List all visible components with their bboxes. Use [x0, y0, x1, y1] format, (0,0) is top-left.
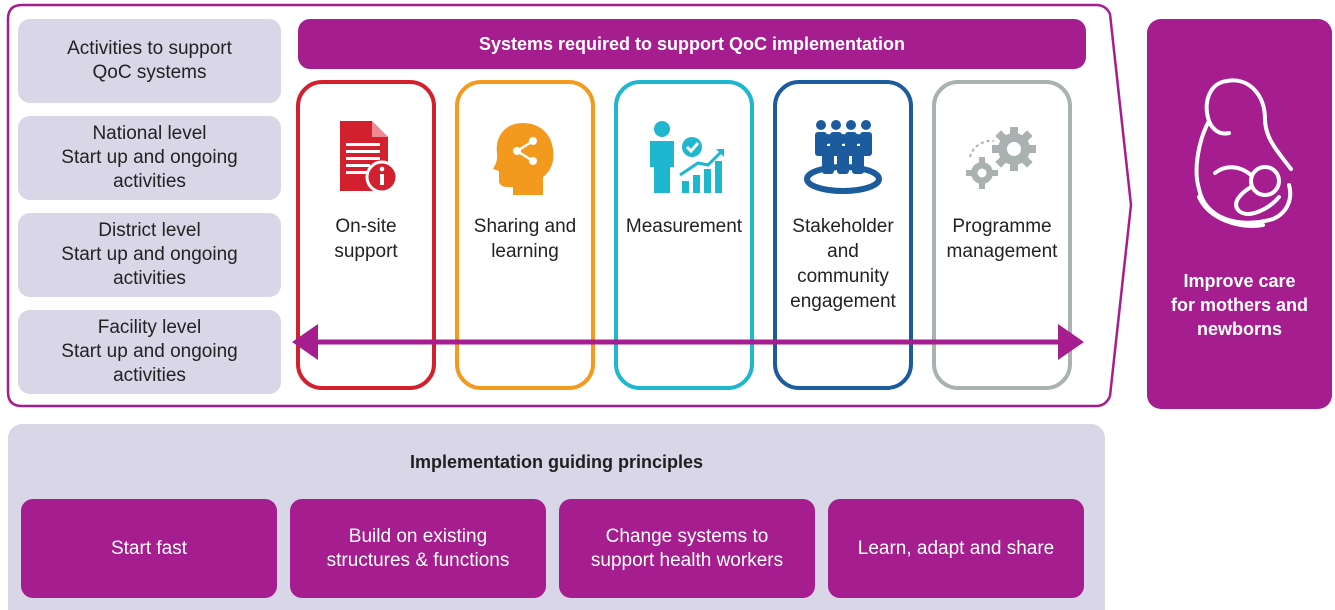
principle-label: Start fast [110, 537, 188, 559]
pillar-label: Measurement [625, 216, 743, 237]
principle-label: Build on existing structures & functions [326, 525, 510, 571]
pillar-label: On-site support [334, 216, 398, 262]
systems-header-label: Systems required to support QoC implemen… [478, 33, 906, 54]
systems-header: Systems required to support QoC implemen… [298, 19, 1086, 69]
principles-panel: Implementation guiding principles Start … [8, 424, 1105, 610]
level-district: District level Start up and ongoing acti… [18, 213, 281, 297]
level-activities: Activities to support QoC systems [18, 19, 281, 103]
principles-title: Implementation guiding principles [409, 452, 704, 472]
level-national: National level Start up and ongoing acti… [18, 116, 281, 200]
head-share-icon [459, 117, 591, 199]
outcome-box: Improve care for mothers and newborns [1147, 19, 1332, 409]
pillar-label: Programme management [946, 216, 1058, 262]
group-people-icon [777, 117, 909, 199]
pillar-sharing-learning: Sharing and learning [455, 80, 595, 390]
pillar-label: Stakeholder and community engagement [790, 216, 896, 312]
principle-label: Change systems to support health workers [590, 525, 784, 571]
level-facility: Facility level Start up and ongoing acti… [18, 310, 281, 394]
pillar-label: Sharing and learning [473, 216, 577, 262]
principle-label: Learn, adapt and share [857, 537, 1055, 559]
level-label: Activities to support QoC systems [67, 38, 232, 83]
pillar-stakeholder-engagement: Stakeholder and community engagement [773, 80, 913, 390]
level-label: Facility level Start up and ongoing acti… [61, 317, 238, 386]
outcome-label: Improve care for mothers and newborns [1170, 271, 1308, 339]
document-info-icon [300, 117, 432, 199]
pillar-onsite-support: On-site support [296, 80, 436, 390]
principle-learn-adapt-share: Learn, adapt and share [828, 499, 1084, 598]
person-growth-chart-icon [618, 117, 750, 199]
principle-start-fast: Start fast [21, 499, 277, 598]
level-label: District level Start up and ongoing acti… [61, 220, 238, 289]
level-label: National level Start up and ongoing acti… [61, 123, 238, 192]
gears-icon [936, 117, 1068, 199]
pillar-programme-management: Programme management [932, 80, 1072, 390]
pillar-measurement: Measurement [614, 80, 754, 390]
mother-baby-icon [1194, 78, 1293, 228]
principle-build-on-existing: Build on existing structures & functions [290, 499, 546, 598]
principle-change-systems: Change systems to support health workers [559, 499, 815, 598]
double-arrow [292, 324, 1084, 360]
